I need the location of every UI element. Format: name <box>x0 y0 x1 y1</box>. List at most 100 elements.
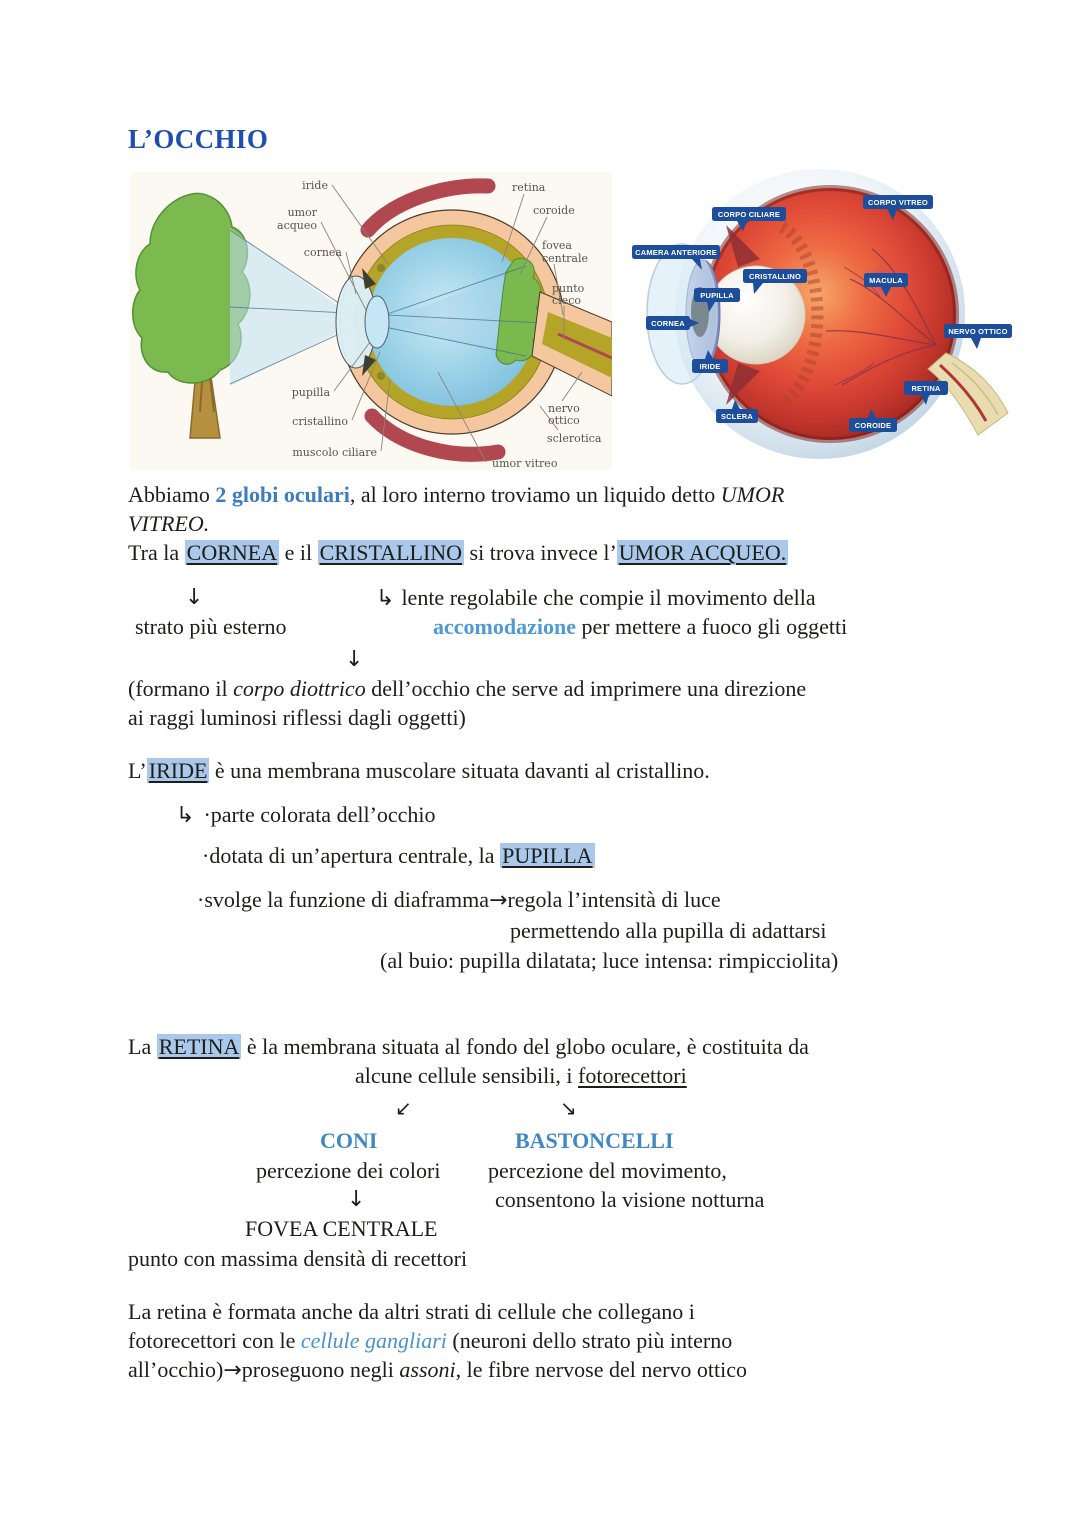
tag-corpo-vitreo: CORPO VITREO <box>863 195 933 220</box>
page-title: L’OCCHIO <box>128 124 269 154</box>
tag-cornea: CORNEA <box>646 316 699 330</box>
eyeball-cross-section <box>229 178 613 462</box>
ciliary-muscle-upper <box>377 264 385 272</box>
bastoncelli-description-2: consentono la visione notturna <box>495 1187 765 1212</box>
text-segment: ·svolge la funzione di diaframma <box>197 887 490 912</box>
term-fotorecettori: fotorecettori <box>578 1063 687 1088</box>
tree-illustration <box>132 192 251 439</box>
text-segment: alcune cellule sensibili, i <box>355 1063 578 1088</box>
cristallino-note-line-2: accomodazione per mettere a fuoco gli og… <box>433 613 847 641</box>
tag-sclera: SCLERA <box>716 400 758 423</box>
down-arrow-cornea: ↓ <box>185 585 204 610</box>
term-coni: CONI <box>320 1128 378 1153</box>
label-punto-cieco-2: cieco <box>552 294 581 307</box>
light-cone <box>230 228 360 386</box>
gangliari-line-2: fotorecettori con le cellule gangliari (… <box>128 1327 732 1355</box>
tag-corpo-vitreo-text: CORPO VITREO <box>868 198 928 207</box>
eye-schematic-svg: iride umor acqueo cornea pupilla cristal… <box>130 172 613 470</box>
inferior-muscle <box>364 408 506 462</box>
tag-cornea-text: CORNEA <box>651 319 685 328</box>
ciliary-body-upper <box>726 225 760 267</box>
label-umor-acqueo-1: umor <box>288 206 318 219</box>
text-segment: Abbiamo <box>128 482 216 507</box>
text-segment: , al loro interno troviamo un liquido de… <box>349 482 721 507</box>
cristallino-note-line-1: ↳lente regolabile che compie il moviment… <box>376 584 816 613</box>
tag-nervo-ottico: NERVO OTTICO <box>944 324 1012 349</box>
term-cornea-highlight: CORNEA <box>184 540 280 565</box>
label-punto-cieco-1: punto <box>552 282 585 295</box>
text-segment: (formano il <box>128 676 234 701</box>
tag-macula: MACULA <box>864 273 908 297</box>
central-retinal-vessel <box>557 332 613 360</box>
ciliary-body-lower <box>726 363 760 405</box>
term-assoni: assoni <box>399 1357 456 1382</box>
text-segment: all’occhio) <box>128 1357 224 1382</box>
label-cristallino: cristallino <box>292 415 348 428</box>
iris-lower <box>362 355 376 376</box>
term-retina-highlight: RETINA <box>156 1034 242 1059</box>
right-arrow-icon: → <box>223 1358 242 1383</box>
term-umor-acqueo-highlight: UMOR ACQUEO. <box>616 540 789 565</box>
lens-shape <box>364 295 390 349</box>
term-iride-highlight: IRIDE <box>146 758 210 783</box>
tag-sclera-text: SCLERA <box>721 412 753 421</box>
southeast-arrow-icon: ↘ <box>560 1096 577 1120</box>
text-segment: ·parte colorata dell’occhio <box>203 802 436 827</box>
label-muscolo-ciliare: muscolo ciliare <box>292 446 377 459</box>
ciliary-processes <box>778 221 824 409</box>
text-segment: per mettere a fuoco gli oggetti <box>575 614 848 639</box>
term-bastoncelli: BASTONCELLI <box>515 1128 674 1153</box>
tag-cristallino-text: CRISTALLINO <box>749 272 801 281</box>
tag-iride: IRIDE <box>692 350 728 373</box>
intro-line-1: Abbiamo 2 globi oculari, al loro interno… <box>128 481 784 509</box>
text-segment: e il <box>279 540 318 565</box>
tag-nervo-ottico-text: NERVO OTTICO <box>948 327 1007 336</box>
label-nervo-ottico-1: nervo <box>548 402 580 415</box>
right-eye-diagram: CORPO CILIARE CORPO VITREO CAMERA ANTERI… <box>630 163 1015 468</box>
label-coroide: coroide <box>533 204 575 217</box>
intro-line-2: VITREO. <box>128 510 209 538</box>
optic-nerve-vessel <box>938 363 988 422</box>
fundus-interior <box>704 188 956 440</box>
term-vitreo: VITREO. <box>128 511 210 536</box>
intro-line-3: Tra la CORNEA e il CRISTALLINO si trova … <box>128 539 789 567</box>
iride-bullet-3-paren: (al buio: pupilla dilatata; luce intensa… <box>380 948 839 973</box>
cornea-note: strato più esterno <box>135 614 287 639</box>
eye-3d-svg: CORPO CILIARE CORPO VITREO CAMERA ANTERI… <box>632 169 1012 459</box>
cornea-dome <box>646 243 718 385</box>
anatomy-tags: CORPO CILIARE CORPO VITREO CAMERA ANTERI… <box>632 195 1012 432</box>
tag-corpo-ciliare: CORPO CILIARE <box>712 207 786 231</box>
gangliari-line-3: all’occhio)→proseguono negli assoni, le … <box>128 1356 747 1385</box>
tag-camera-anteriore: CAMERA ANTERIORE <box>632 245 720 270</box>
label-nervo-ottico-2: ottico <box>548 414 580 427</box>
text-segment: Tra la <box>128 540 185 565</box>
hook-arrow-icon: ↳ <box>176 803 195 828</box>
tag-macula-text: MACULA <box>869 276 903 285</box>
leader-lines <box>320 184 583 463</box>
tag-coroide: COROIDE <box>849 409 897 432</box>
text-segment: proseguono negli <box>241 1357 400 1382</box>
coni-description: percezione dei colori <box>256 1158 441 1183</box>
label-retina: retina <box>512 181 546 194</box>
fovea-description: punto con massima densità di recettori <box>128 1246 468 1271</box>
gangliari-line-1: La retina è formata anche da altri strat… <box>128 1299 695 1324</box>
superior-muscle <box>360 178 496 238</box>
down-arrow-both: ↓ <box>345 647 364 672</box>
text-segment: ·dotata di un’apertura centrale, la <box>202 843 501 868</box>
iride-bullet-1: ↳ ·parte colorata dell’occhio <box>176 801 436 830</box>
text-segment: (neuroni dello strato più interno <box>446 1328 733 1353</box>
label-pupilla: pupilla <box>292 386 331 399</box>
term-pupilla-highlight: PUPILLA <box>500 843 595 868</box>
tag-iride-text: IRIDE <box>699 362 720 371</box>
retina-heading-line: La RETINA è la membrana situata al fondo… <box>128 1033 809 1061</box>
fovea-centrale-heading: FOVEA CENTRALE <box>245 1216 438 1241</box>
text-segment: è una membrana muscolare situata davanti… <box>209 758 710 783</box>
text-segment: si trova invece l’ <box>464 540 617 565</box>
down-arrow-coni: ↓ <box>347 1187 366 1212</box>
text-segment: regola l’intensità di luce <box>507 887 721 912</box>
iris-upper <box>362 268 376 289</box>
optic-nerve-core <box>542 312 612 378</box>
corpo-diottrico-line-2: ai raggi luminosi riflessi dagli oggetti… <box>128 705 466 730</box>
label-sclerotica: sclerotica <box>547 432 602 445</box>
